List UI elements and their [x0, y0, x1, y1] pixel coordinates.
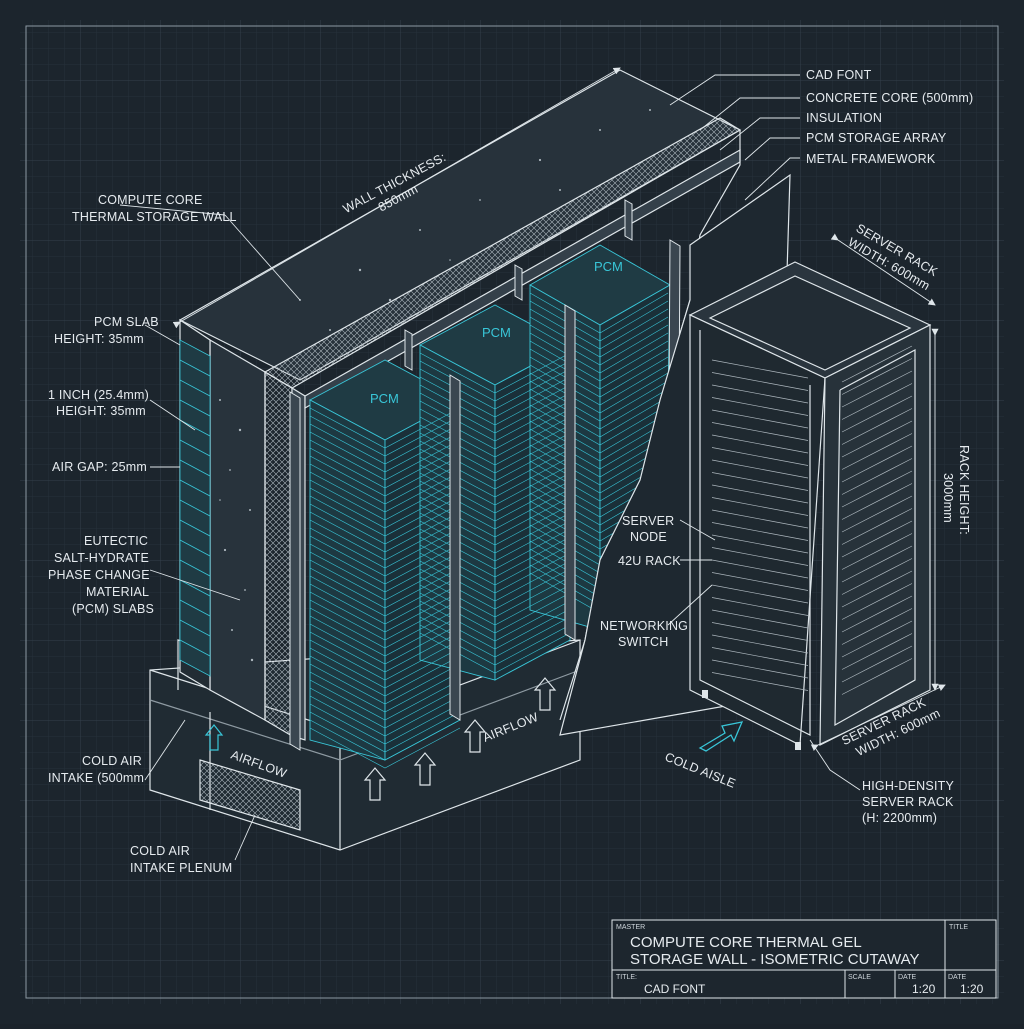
- pcm-side-stack: [180, 340, 210, 676]
- switch-label-1: NETWORKING: [600, 619, 688, 633]
- hd-rack-label-3: (H: 2200mm): [862, 811, 937, 825]
- tb-date-label-2: DATE: [948, 974, 966, 981]
- tb-title-line2: STORAGE WALL - ISOMETRIC CUTAWAY: [630, 951, 919, 968]
- pcm-label-1: PCM: [370, 391, 399, 406]
- material-line-3: PHASE CHANGE: [48, 568, 150, 582]
- rack-42u-label: 42U RACK: [618, 554, 681, 568]
- callout-cad-font: CAD FONT: [806, 68, 872, 82]
- pcm-slab-height: HEIGHT: 35mm: [54, 332, 144, 346]
- intake-label-1: COLD AIR: [82, 754, 142, 768]
- tb-scale-value-2: 1:20: [960, 982, 984, 996]
- wall-title-line2: THERMAL STORAGE WALL: [72, 210, 237, 224]
- plenum-label-1: COLD AIR: [130, 844, 190, 858]
- material-line-5: (PCM) SLABS: [72, 602, 154, 616]
- tb-title-label: TITLE:: [616, 974, 637, 981]
- rack-height-value: 3000mm: [941, 473, 955, 523]
- intake-label-2: INTAKE (500mm: [48, 771, 144, 785]
- hd-rack-label-1: HIGH-DENSITY: [862, 779, 954, 793]
- server-rack: [690, 262, 930, 745]
- server-node-label-2: NODE: [630, 530, 667, 544]
- material-line-1: EUTECTIC: [84, 534, 148, 548]
- inch-height: HEIGHT: 35mm: [56, 404, 146, 418]
- pcm-label-3: PCM: [594, 259, 623, 274]
- plenum-label-2: INTAKE PLENUM: [130, 861, 232, 875]
- callout-insulation: INSULATION: [806, 111, 882, 125]
- switch-label-2: SWITCH: [618, 635, 669, 649]
- tb-title-small: TITLE: [949, 924, 968, 931]
- inch-label: 1 INCH (25.4mm): [48, 388, 149, 402]
- callout-concrete-core: CONCRETE CORE (500mm): [806, 91, 973, 105]
- hd-rack-label-2: SERVER RACK: [862, 795, 954, 809]
- material-line-4: MATERIAL: [86, 585, 149, 599]
- tb-title-line1: COMPUTE CORE THERMAL GEL: [630, 934, 862, 951]
- tb-date-label-1: DATE: [898, 974, 916, 981]
- tb-scale-label: SCALE: [848, 974, 871, 981]
- pcm-slab-label: PCM SLAB: [94, 315, 159, 329]
- callout-metal-framework: METAL FRAMEWORK: [806, 152, 936, 166]
- tb-font-value: CAD FONT: [644, 982, 706, 996]
- material-line-2: SALT-HYDRATE: [54, 551, 149, 565]
- rack-height-label: RACK HEIGHT:: [957, 445, 971, 535]
- tb-scale-value-1: 1:20: [912, 982, 936, 996]
- server-node-label-1: SERVER: [622, 514, 674, 528]
- wall-title-line1: COMPUTE CORE: [98, 193, 203, 207]
- tb-master: MASTER: [616, 924, 645, 931]
- callout-pcm-storage-array: PCM STORAGE ARRAY: [806, 131, 947, 145]
- pcm-label-2: PCM: [482, 325, 511, 340]
- air-gap-label: AIR GAP: 25mm: [52, 460, 147, 474]
